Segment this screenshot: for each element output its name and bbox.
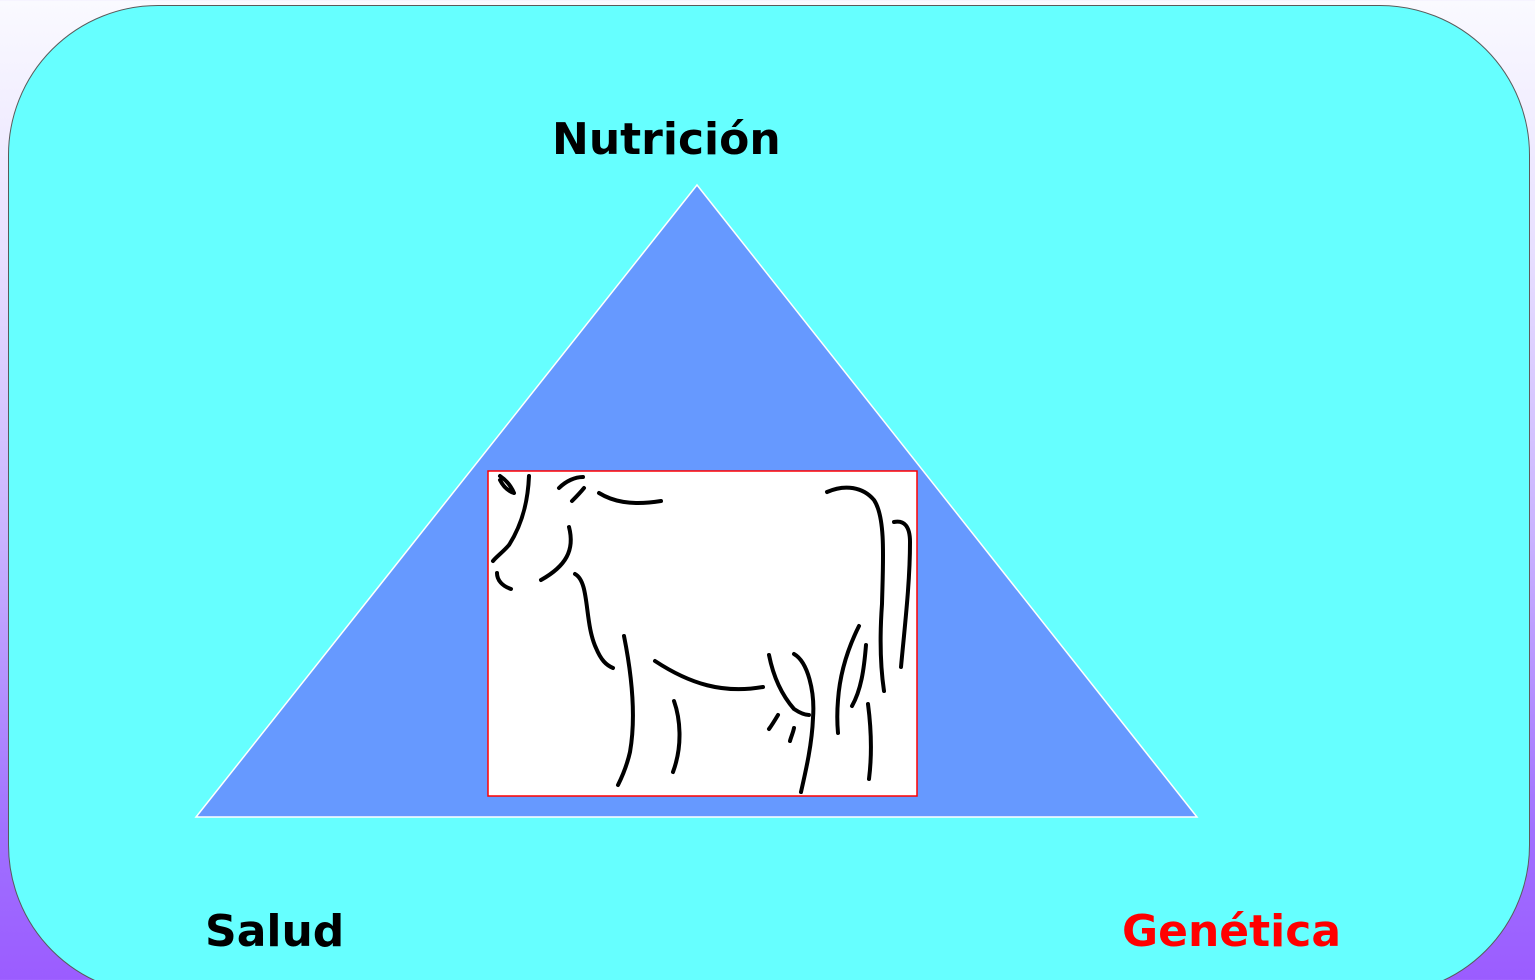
label-salud: Salud [205, 910, 344, 954]
label-genetica: Genética [1122, 910, 1341, 954]
label-nutricion: Nutrición [552, 118, 781, 162]
cow-frame [488, 471, 917, 796]
cow-illustration [488, 471, 917, 796]
